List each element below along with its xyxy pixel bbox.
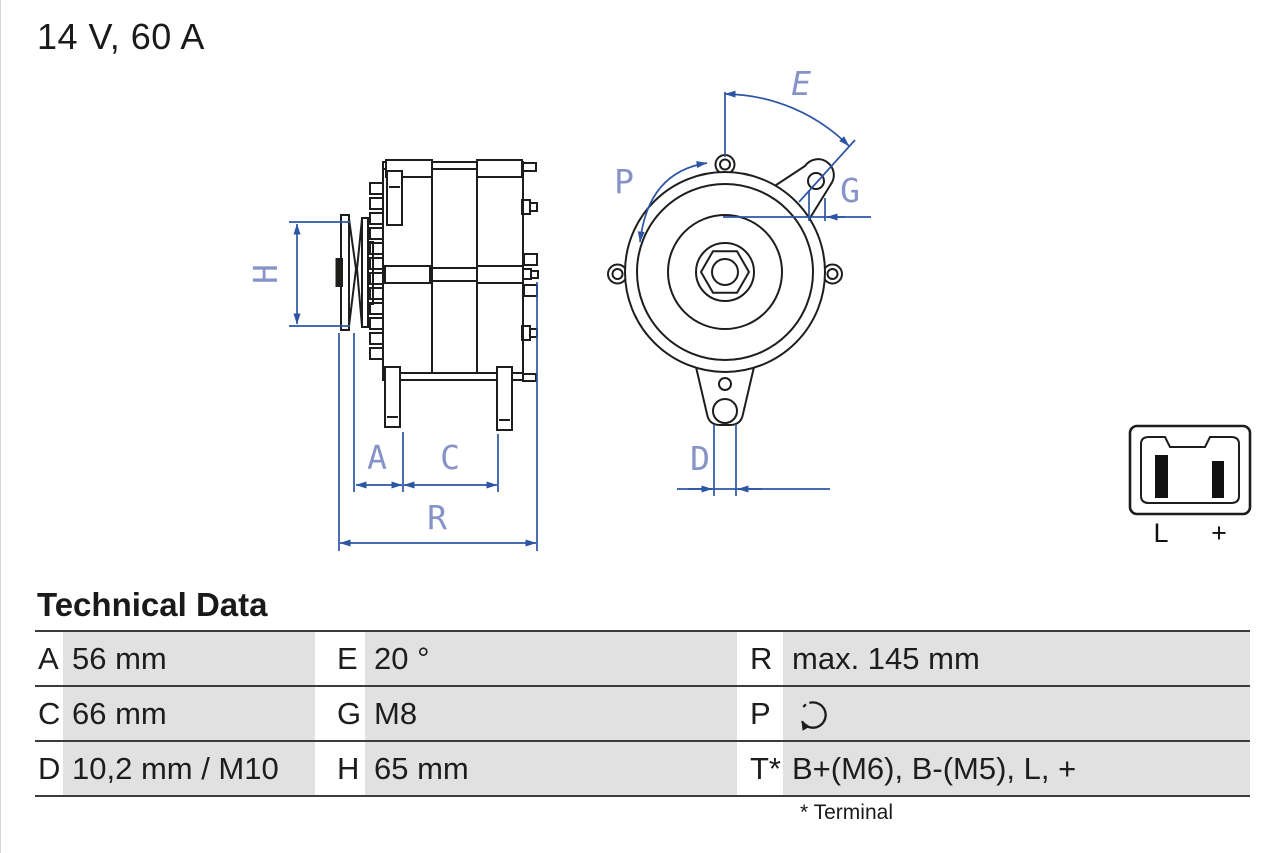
connector-pin-label-l: L <box>1153 518 1168 548</box>
table-key: C <box>35 687 63 740</box>
table-value: 56 mm <box>63 632 315 685</box>
table-value: 65 mm <box>365 742 737 795</box>
table-row: C 66 mm G M8 P <box>35 687 1250 742</box>
table-key: T* <box>737 742 783 795</box>
table-value: B+(M6), B-(M5), L, + <box>783 742 1250 795</box>
table-key: G <box>315 687 365 740</box>
rotation-direction-icon <box>801 700 827 731</box>
dimension-lines <box>289 90 871 551</box>
dimension-label-g: G <box>840 171 860 210</box>
table-value: 20 ° <box>365 632 737 685</box>
shaft-nut <box>699 250 751 294</box>
page-title: 14 V, 60 A <box>37 16 205 57</box>
table-key: D <box>35 742 63 795</box>
connector-pin-l <box>1155 455 1168 498</box>
table-value: 66 mm <box>63 687 315 740</box>
technical-data-table: A 56 mm E 20 ° R max. 145 mm C 66 mm G M… <box>35 630 1250 797</box>
table-key: P <box>737 687 783 740</box>
dimension-label-h: H <box>246 264 285 284</box>
side-view-drawing <box>335 159 539 431</box>
table-value: M8 <box>365 687 737 740</box>
table-row: D 10,2 mm / M10 H 65 mm T* B+(M6), B-(M5… <box>35 742 1250 797</box>
connector-diagram <box>1128 424 1252 516</box>
table-value-rotation <box>783 687 1250 740</box>
dimension-label-a: A <box>367 438 387 477</box>
terminal-footnote: * Terminal <box>800 801 893 824</box>
table-key: R <box>737 632 783 685</box>
dimension-label-p: P <box>614 162 634 201</box>
connector-pin-label-plus: + <box>1211 518 1227 548</box>
table-key: H <box>315 742 365 795</box>
table-value: 10,2 mm / M10 <box>63 742 315 795</box>
technical-data-heading: Technical Data <box>37 586 268 623</box>
table-key: E <box>315 632 365 685</box>
dimension-label-r: R <box>427 498 447 537</box>
table-key: A <box>35 632 63 685</box>
connector-pin-plus <box>1212 461 1224 498</box>
dimension-label-d: D <box>690 439 710 478</box>
front-view-drawing <box>607 154 843 426</box>
dimension-label-c: C <box>440 438 460 477</box>
table-value: max. 145 mm <box>783 632 1250 685</box>
dimension-label-e: E <box>791 64 811 103</box>
table-row: A 56 mm E 20 ° R max. 145 mm <box>35 632 1250 687</box>
page-left-edge <box>0 0 1 853</box>
